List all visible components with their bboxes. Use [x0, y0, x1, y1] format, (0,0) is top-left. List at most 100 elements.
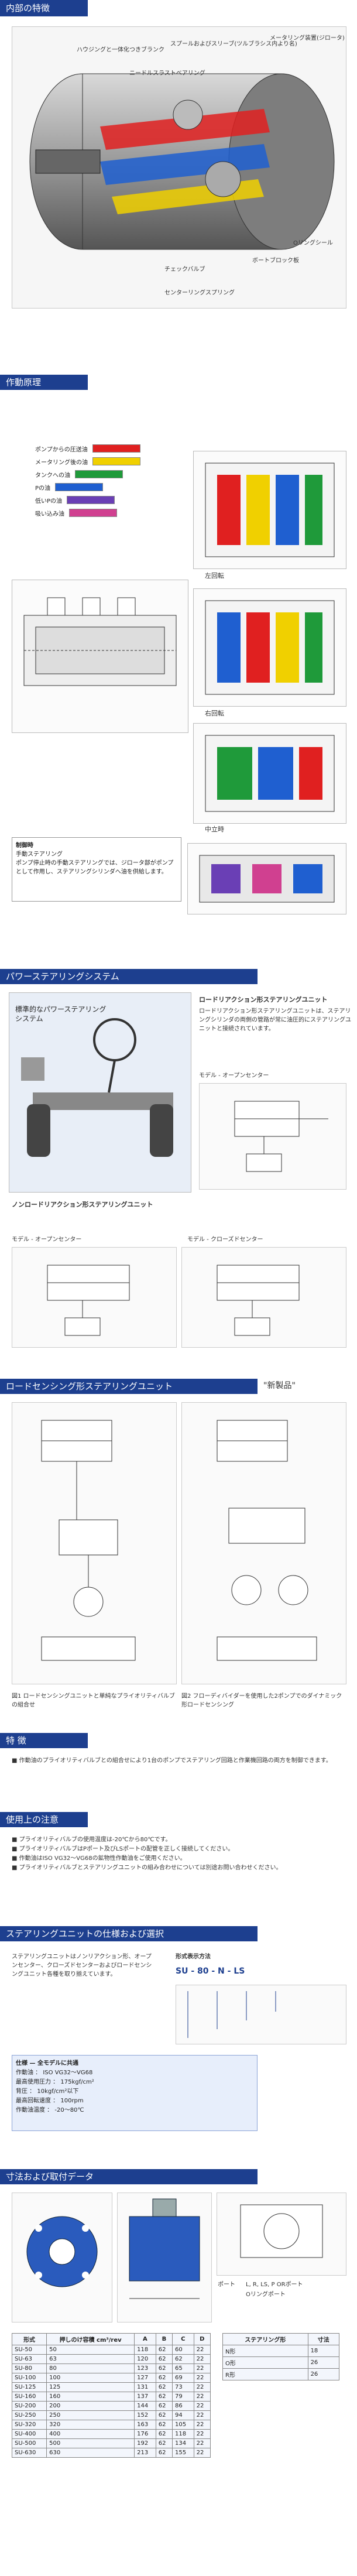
table-cell: 127 — [134, 2373, 156, 2383]
spec-row: 背圧 ： 10kgf/cm²以下 — [16, 2088, 79, 2095]
table-cell: 62 — [155, 2345, 173, 2355]
model-code: SU - 80 - N - LS — [176, 1967, 245, 1976]
table-cell: 160 — [46, 2392, 135, 2402]
table-cell: 69 — [172, 2373, 194, 2383]
column-header: B — [155, 2333, 173, 2345]
cutaway-drawing — [29, 73, 335, 250]
table-cell: 137 — [134, 2392, 156, 2402]
column-header: D — [193, 2333, 211, 2345]
column-header: 形式 — [11, 2333, 47, 2345]
table-cell: SU-80 — [11, 2363, 47, 2373]
reaction-unit-title: ロードリアクション形ステアリングユニット — [199, 996, 328, 1003]
table-cell: SU-100 — [11, 2373, 47, 2383]
table-cell: 22 — [193, 2448, 211, 2458]
caption-neutral: 中立時 — [205, 825, 224, 833]
legend-item: Pの油 — [35, 481, 152, 494]
callout-check-valve: チェックバルブ — [164, 266, 205, 273]
table-cell: R形 — [222, 2368, 308, 2380]
table-cell: 144 — [134, 2401, 156, 2411]
legend-item: メータリング後の油 — [35, 455, 152, 468]
section-header-principle: 作動原理 — [0, 375, 88, 390]
table-cell: 62 — [155, 2373, 173, 2383]
usage-note: ■ プライオリティバルブはPポート及びLSポートの配管を正しく接続してください。 — [12, 1846, 234, 1852]
table-cell: 62 — [155, 2429, 173, 2439]
legend-item: 低いPの油 — [35, 494, 152, 506]
table-cell: O形 — [222, 2356, 308, 2369]
table-cell: SU-63 — [11, 2354, 47, 2364]
table-cell: 62 — [155, 2438, 173, 2448]
spec-title: 仕様 — 全モデルに共通 — [16, 2060, 78, 2067]
table-cell: 22 — [193, 2401, 211, 2411]
usage-note: ■ プライオリティバルブとステアリングユニットの組み合わせについては別途お問い合… — [12, 1865, 282, 1871]
callout-housing: ハウジングと一体化つきブランク — [77, 47, 164, 53]
table-cell: SU-125 — [11, 2382, 47, 2392]
section-header-power-system: パワーステアリングシステム — [0, 969, 258, 984]
table-cell: 22 — [193, 2373, 211, 2383]
table-cell: 73 — [172, 2382, 194, 2392]
table-cell: 630 — [46, 2448, 135, 2458]
nonreaction-title: ノンロードリアクション形ステアリングユニット — [12, 1201, 153, 1208]
fluid-legend: ポンプからの圧送油 メータリング後の油 タンクへの油 Pの油 低いPの油 吸い込… — [35, 442, 152, 519]
nonreaction-closed-label: モデル - クローズドセンター — [187, 1236, 263, 1243]
table-cell: 163 — [134, 2420, 156, 2430]
callout-centering-spring: センターリングスプリング — [164, 290, 235, 296]
section-header-dimensions: 寸法および取付データ — [0, 2169, 258, 2184]
legend-item: 吸い込み油 — [35, 506, 152, 519]
table-cell: SU-250 — [11, 2410, 47, 2420]
caption-left-turn: 左回転 — [205, 572, 224, 580]
table-cell: 22 — [193, 2363, 211, 2373]
internal-illustration: ハウジングと一体化つきブランク スプールおよびスリーブ(ツルブラシス内より名) … — [12, 26, 346, 309]
section-header-selection: ステアリングユニットの仕様および選択 — [0, 1926, 258, 1941]
dimension-drawing-front — [12, 2193, 112, 2322]
table-cell: 213 — [134, 2448, 156, 2458]
table-cell: SU-630 — [11, 2448, 47, 2458]
spec-row: 最高回転速度 ： 100rpm — [16, 2098, 84, 2104]
legend-swatch — [92, 457, 140, 465]
table-cell: 22 — [193, 2420, 211, 2430]
reaction-circuit-diagram — [199, 1083, 346, 1190]
legend-swatch — [75, 470, 123, 478]
nonreaction-open-diagram — [12, 1247, 177, 1348]
port-label-2: Oリングポート — [246, 2291, 286, 2298]
table-cell: 62 — [155, 2354, 173, 2364]
column-header: 押しのけ容積 cm³/rev — [46, 2333, 135, 2345]
table-cell: 65 — [172, 2363, 194, 2373]
principle-panel-neutral — [193, 723, 346, 824]
table-cell: 176 — [134, 2429, 156, 2439]
table-cell: 22 — [193, 2438, 211, 2448]
callout-metering: メータリング装置(ジロータ) — [270, 35, 345, 42]
manual-steering-note: 制御時 手動ステアリング ポンプ停止時の手動ステアリングでは、ジロータ部がポンプ… — [12, 837, 181, 902]
table-cell: 62 — [155, 2401, 173, 2411]
table-cell: 62 — [155, 2410, 173, 2420]
caption-right-turn: 右回転 — [205, 710, 224, 717]
column-header: ステアリング形 — [222, 2333, 308, 2345]
table-cell: 62 — [155, 2448, 173, 2458]
selection-intro: ステアリングユニットはノンリアクション形、オープンセンター、クローズドセンターお… — [12, 1954, 152, 1978]
usage-notes-list: ■ プライオリティバルブの使用温度は-20℃から80℃です。 ■ プライオリティ… — [12, 1835, 345, 1873]
table-cell: 250 — [46, 2410, 135, 2420]
fig2-caption: 図2 フローディバイダーを使用した2ポンプでのダイナミック形ロードセンシング — [181, 1693, 342, 1708]
table-cell: 320 — [46, 2420, 135, 2430]
reaction-open-label: モデル - オープンセンター — [199, 1073, 269, 1079]
callout-spool-sleeve: スプールおよびスリーブ(ツルブラシス内より名) — [170, 41, 297, 47]
spec-row: 作動油 ： ISO VG32〜VG68 — [16, 2070, 93, 2076]
manual-steering-drawing — [187, 843, 346, 914]
table-cell: 120 — [134, 2354, 156, 2364]
column-header: 寸法 — [307, 2333, 340, 2345]
table-cell: 22 — [193, 2429, 211, 2439]
table-cell: 100 — [46, 2373, 135, 2383]
note-line: 手動ステアリング — [16, 851, 63, 858]
table-cell: SU-500 — [11, 2438, 47, 2448]
section-header-load-sensing: ロードセンシング形ステアリングユニット — [0, 1379, 258, 1394]
table-cell: 192 — [134, 2438, 156, 2448]
